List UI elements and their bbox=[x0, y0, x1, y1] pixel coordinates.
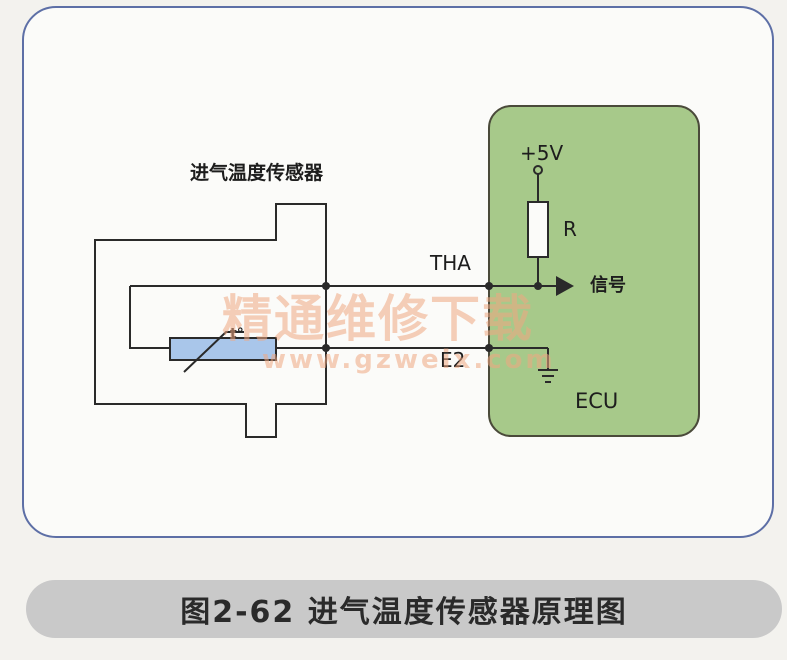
ground-icon bbox=[538, 369, 558, 383]
sensor-label: 进气温度传感器 bbox=[190, 161, 324, 184]
circuit-diagram: t° 进气温度传感器 +5V R THA 信号 E2 ECU 精通维修下载 ww… bbox=[94, 105, 700, 438]
caption-bar: 图2-62 进气温度传感器原理图 bbox=[26, 580, 782, 638]
junction-dot bbox=[322, 344, 330, 352]
signal-arrow-icon bbox=[556, 276, 574, 296]
tha-wire bbox=[129, 286, 170, 349]
signal-label: 信号 bbox=[590, 274, 626, 296]
thermistor bbox=[169, 337, 277, 361]
sensor-housing bbox=[94, 203, 327, 438]
junction-dot bbox=[485, 282, 493, 290]
junction-dot bbox=[322, 282, 330, 290]
watermark-url: www.gzweix.com bbox=[262, 345, 556, 375]
thermistor-mark: t° bbox=[230, 326, 244, 342]
resistor-label: R bbox=[563, 217, 577, 241]
voltage-label: +5V bbox=[520, 141, 563, 165]
e2-label: E2 bbox=[440, 348, 465, 372]
ecu-box bbox=[488, 105, 700, 437]
watermark-title: 精通维修下载 bbox=[222, 290, 534, 348]
junction-dot bbox=[485, 344, 493, 352]
ecu-label: ECU bbox=[575, 389, 618, 413]
tha-label: THA bbox=[429, 251, 471, 275]
thermistor-arrow bbox=[183, 331, 244, 373]
resistor bbox=[527, 201, 549, 258]
figure-caption: 图2-62 进气温度传感器原理图 bbox=[180, 595, 628, 630]
